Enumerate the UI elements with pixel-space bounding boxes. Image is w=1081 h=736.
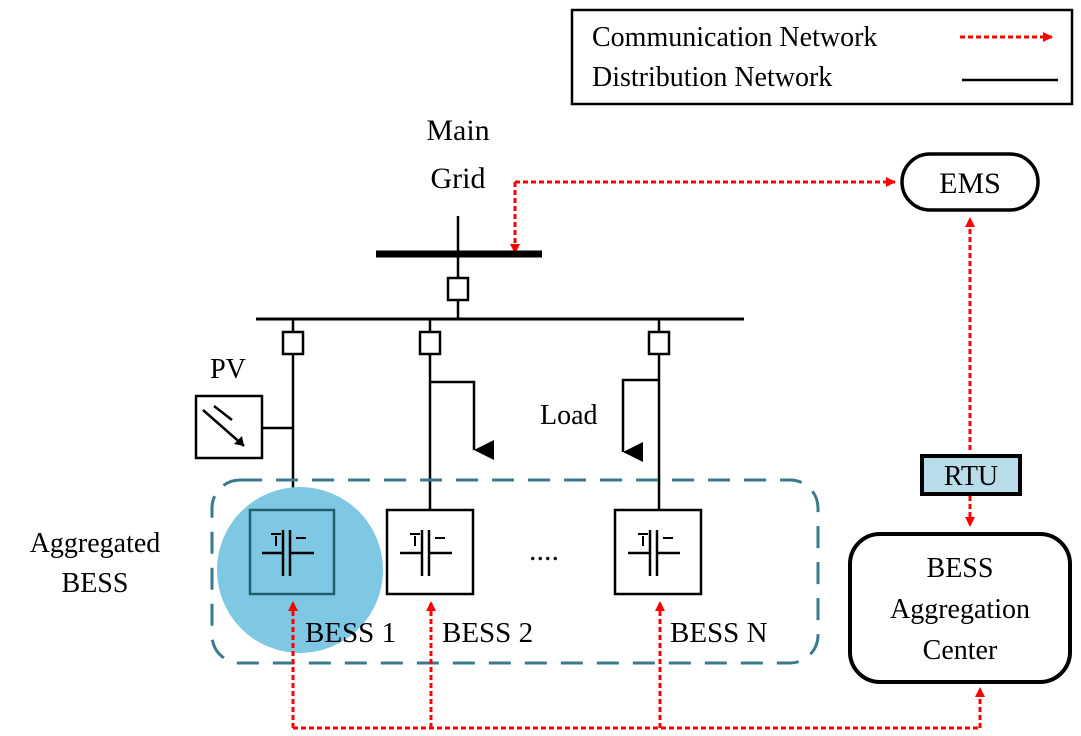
bess1-unit <box>248 508 336 596</box>
aggregated-label-line1: Aggregated <box>30 528 161 559</box>
legend-box <box>570 8 1074 106</box>
main-grid-label-line2: Grid <box>431 162 486 195</box>
ems-box <box>900 152 1040 212</box>
distribution-network <box>256 216 744 510</box>
rtu-box <box>920 454 1022 496</box>
bess1-label: BESS 1 <box>305 617 396 649</box>
load-label: Load <box>540 400 598 431</box>
main-grid-label-line1: Main <box>426 114 489 147</box>
aggregated-bess-group <box>210 478 820 665</box>
legend-distribution-label: Distribution Network <box>592 62 832 93</box>
ems-label: EMS <box>939 167 1001 200</box>
bessn-unit <box>613 508 703 596</box>
center-label-line2: Aggregation <box>890 594 1030 625</box>
bess2-unit <box>385 508 475 596</box>
aggregation-center-box <box>848 532 1072 684</box>
center-label-line1: BESS <box>927 553 994 584</box>
feeder1-breaker <box>281 330 305 356</box>
feederN-breaker <box>647 330 671 356</box>
pv-label: PV <box>210 354 246 385</box>
feeder2-breaker <box>418 330 442 356</box>
rtu-label: RTU <box>944 461 998 492</box>
pv-icon <box>194 394 264 460</box>
load-arrow-2 <box>430 380 494 460</box>
legend-communication-label: Communication Network <box>592 22 877 53</box>
bessn-label: BESS N <box>670 617 768 649</box>
center-label-line3: Center <box>923 635 998 666</box>
grid-breaker <box>446 276 470 302</box>
aggregated-label-line2: BESS <box>62 568 129 599</box>
bess2-label: BESS 2 <box>442 617 533 649</box>
legend: Communication Network Distribution Netwo… <box>570 8 1074 106</box>
load-arrow-n <box>621 378 659 462</box>
bess1-highlight <box>217 487 383 653</box>
bess-ellipsis: .... <box>529 534 559 567</box>
